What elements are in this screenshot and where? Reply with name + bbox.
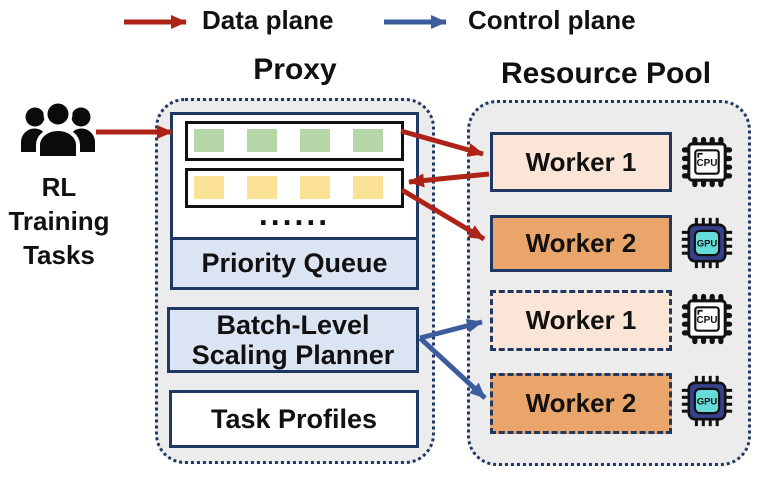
queue-task-yellow <box>300 176 330 199</box>
planner-label-line1: Batch-Level <box>216 310 370 340</box>
cpu-chip-icon: CPU <box>681 293 733 345</box>
queue-ellipsis: ...... <box>258 196 331 232</box>
priority-queue-label-box: Priority Queue <box>170 237 419 290</box>
proxy-container: ...... Priority Queue Batch-Level Scalin… <box>155 98 435 464</box>
users-group-icon <box>21 100 95 160</box>
worker1-label: Worker 1 <box>525 146 637 177</box>
gpu-chip-icon: GPU <box>681 375 733 427</box>
worker2-label: Worker 2 <box>525 228 637 258</box>
priority-queue-module: ...... Priority Queue <box>170 112 419 290</box>
gpu-chip-icon: GPU <box>681 217 733 269</box>
gpu-chip-label: GPU <box>697 238 718 249</box>
worker2-dashed-label: Worker 2 <box>525 388 637 418</box>
resource-pool-title: Resource Pool <box>500 57 712 90</box>
rl-label-line2: Training <box>8 206 110 236</box>
queue-task-yellow <box>247 176 277 199</box>
gpu-chip-label: GPU <box>697 396 718 407</box>
queue-task-green <box>353 129 383 152</box>
cpu-chip-icon: CPU <box>681 136 733 188</box>
task-profiles-box: Task Profiles <box>169 390 419 448</box>
proxy-title: Proxy <box>253 53 337 86</box>
worker1-box-solid: Worker 1 <box>490 132 672 192</box>
planner-label-line2: Scaling Planner <box>191 340 395 370</box>
worker2-box-dashed: Worker 2 <box>490 373 672 434</box>
worker1-box-dashed: Worker 1 <box>490 290 672 351</box>
queue-task-yellow <box>353 176 383 199</box>
legend-control-plane-label: Control plane <box>468 5 636 35</box>
queue-row-yellow <box>185 168 404 208</box>
cpu-chip-label: CPU <box>696 158 717 169</box>
cpu-chip-label: CPU <box>696 315 717 326</box>
queue-task-green <box>300 129 330 152</box>
rl-label-line1: RL <box>41 172 77 202</box>
queue-row-green <box>185 121 404 161</box>
priority-queue-label: Priority Queue <box>201 248 388 278</box>
queue-task-green <box>194 129 224 152</box>
rl-label-line3: Tasks <box>23 240 95 270</box>
legend-data-plane-label: Data plane <box>202 5 334 35</box>
resource-pool-container: Worker 1 Worker 2 Worker 1 Worker 2 CPU <box>467 100 751 466</box>
rl-training-tasks-label: RL Training Tasks <box>0 170 118 272</box>
task-profiles-label: Task Profiles <box>210 403 378 434</box>
worker1-dashed-label: Worker 1 <box>525 305 637 335</box>
queue-task-yellow <box>194 176 224 199</box>
worker2-box-solid: Worker 2 <box>490 215 672 272</box>
queue-task-green <box>247 129 277 152</box>
batch-level-scaling-planner-box: Batch-Level Scaling Planner <box>167 307 419 373</box>
